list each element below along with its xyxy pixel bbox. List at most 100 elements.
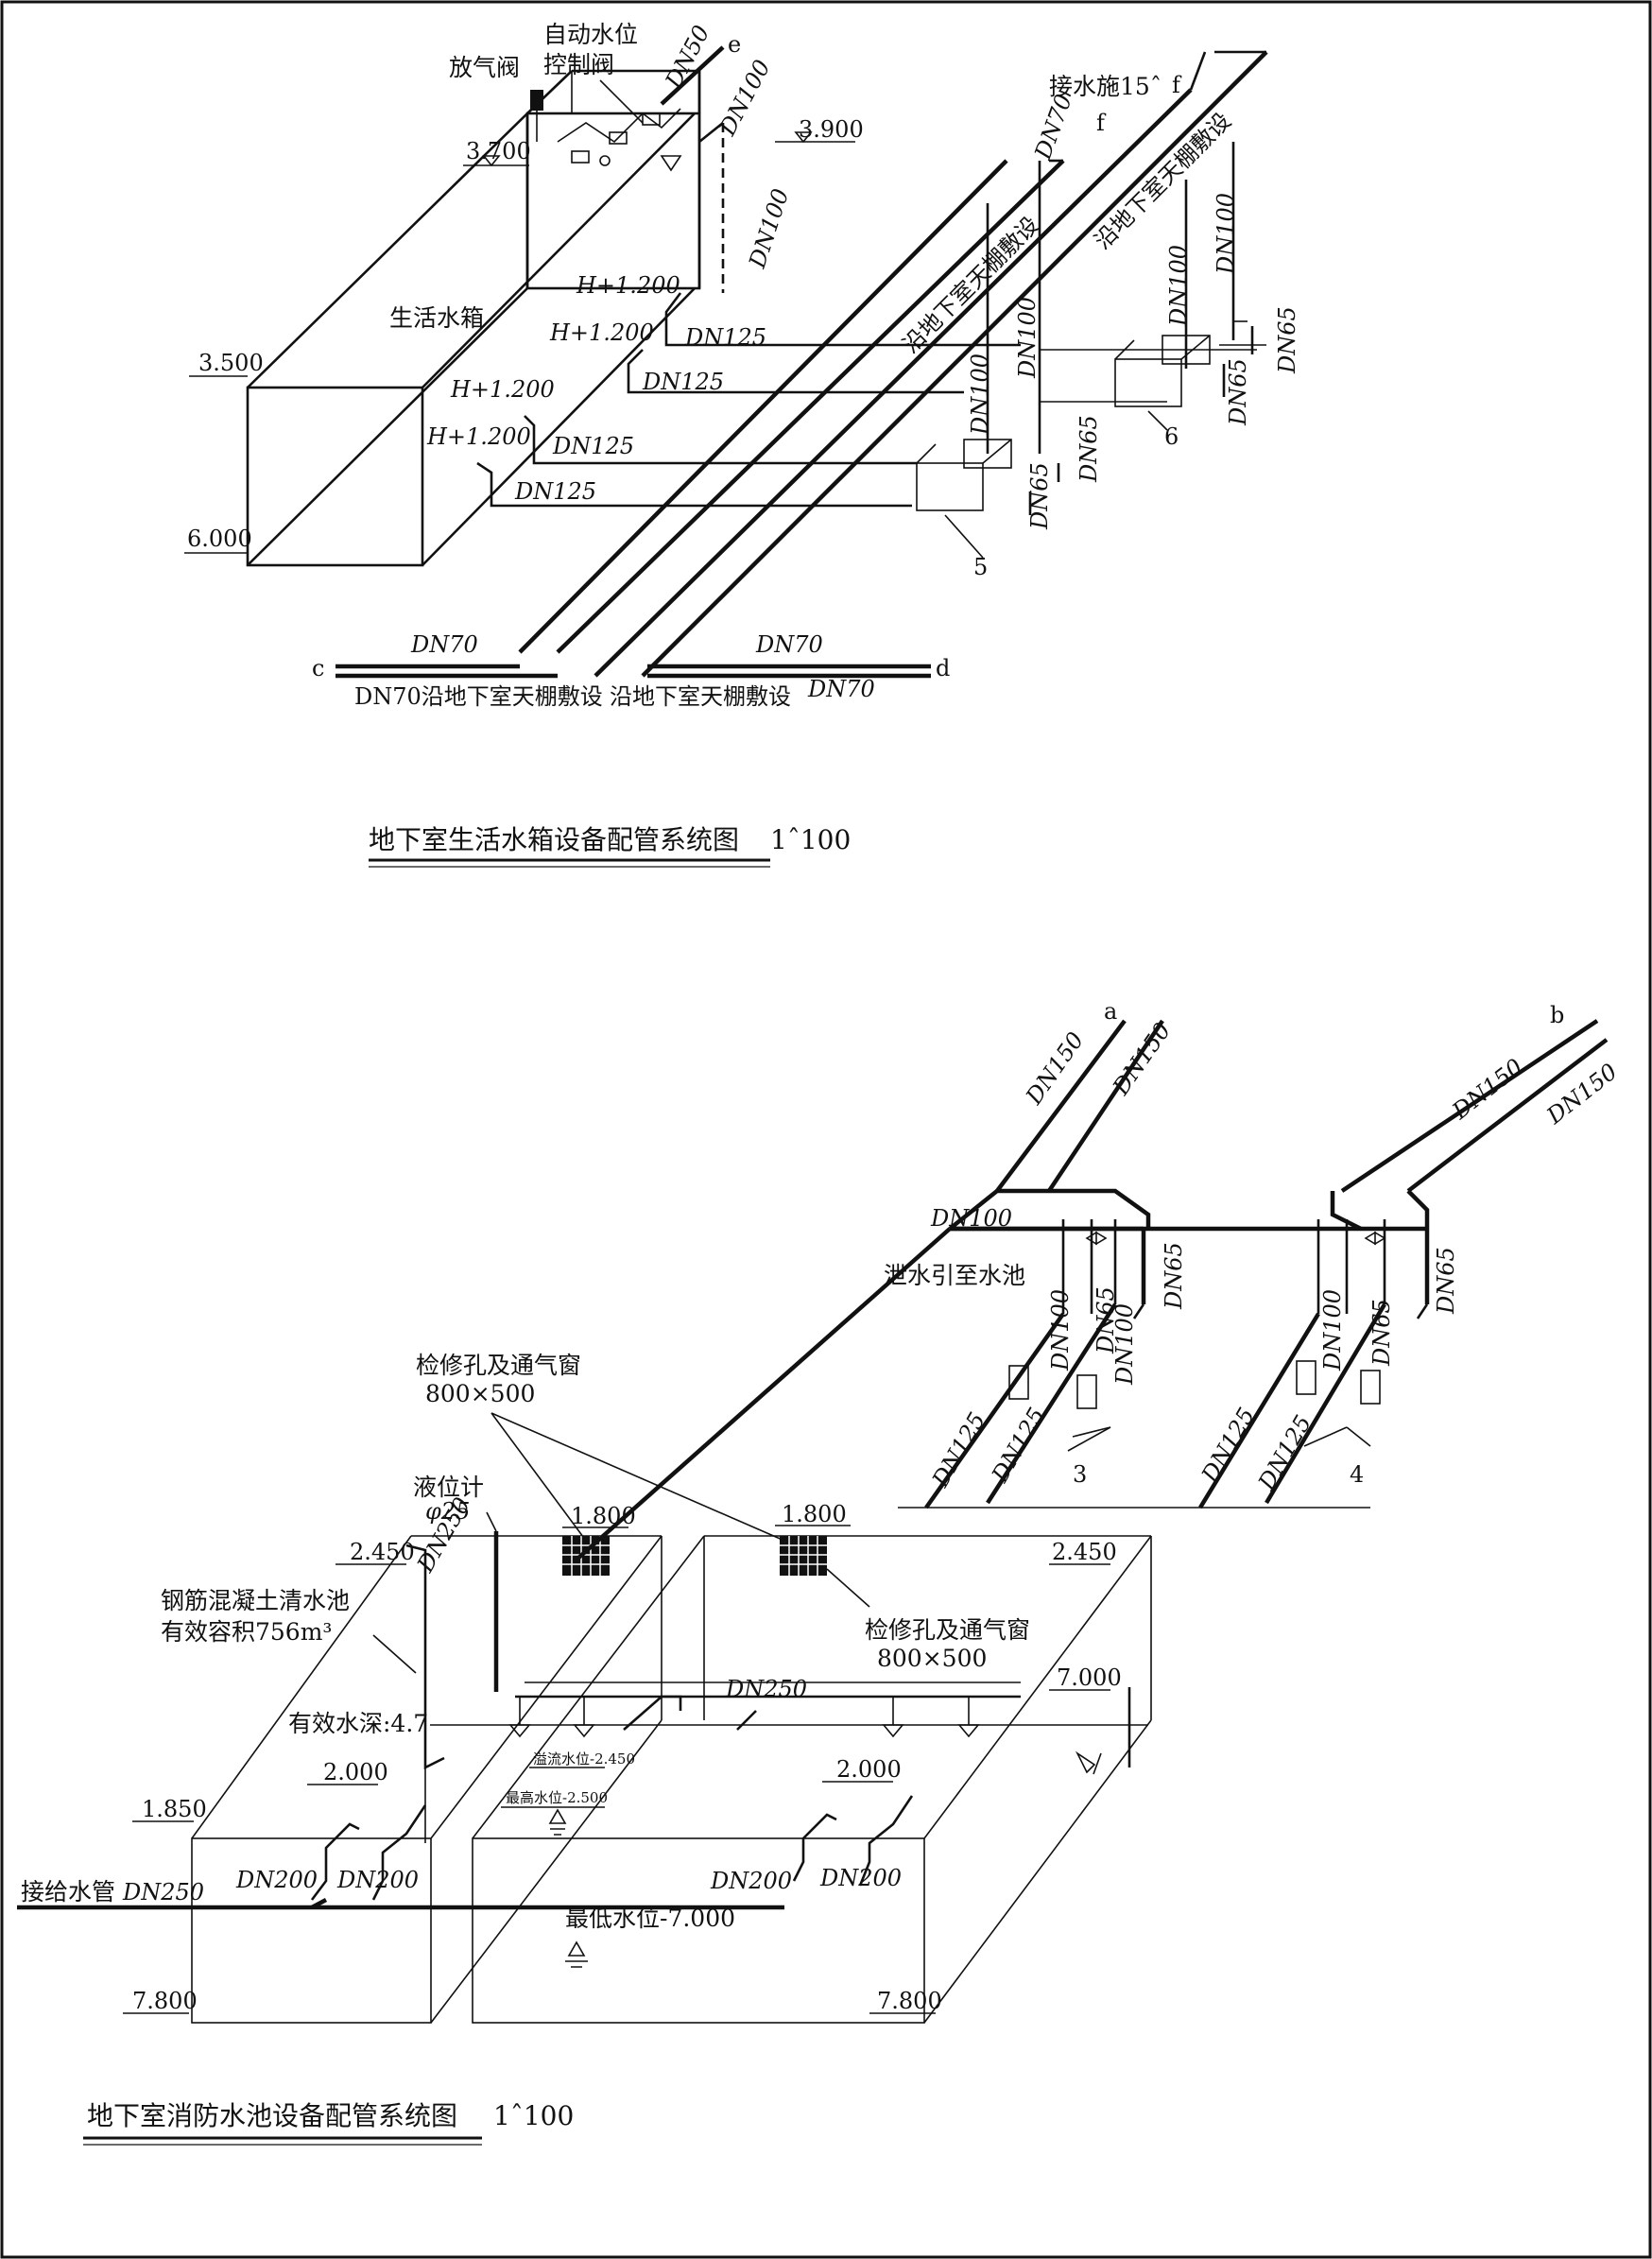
equip-3: 3 — [1073, 1461, 1087, 1488]
dn65-label-1: DN65 — [1026, 462, 1053, 530]
inspection-hatch-left — [562, 1536, 610, 1576]
letter-f-1: f — [1172, 72, 1182, 98]
dn70-label-2: DN70 — [755, 631, 823, 658]
dn100-label-8: DN100 — [1213, 193, 1239, 275]
fire-pool-left — [191, 1535, 663, 2024]
letter-e: e — [728, 31, 741, 58]
ceiling-note-left: DN70沿地下室天棚敷设 — [354, 683, 603, 710]
dn200-fittings — [310, 1795, 914, 1901]
dn100-label-5: DN100 — [967, 354, 993, 436]
highest-level: 最高水位-2.500 — [506, 1789, 608, 1806]
auto-valve-label-2: 控制阀 — [543, 51, 614, 78]
fire-pool-diagram: 1.800 1.800 2.450 2.450 7.000 2.000 2.00… — [17, 998, 1623, 2146]
domestic-water-tank — [246, 112, 696, 567]
inspection-right-1: 检修孔及通气窗 — [865, 1616, 1030, 1644]
inspection-left-2: 800×500 — [425, 1380, 535, 1407]
branch-risers-4 — [1198, 1219, 1429, 1509]
float-valve-assembly — [557, 108, 682, 172]
dn150-label-4: DN150 — [1541, 1059, 1623, 1130]
tank-label: 生活水箱 — [389, 304, 484, 332]
elev-7800-right: 7.800 — [877, 1988, 942, 2014]
dn100-main-label: DN100 — [930, 1205, 1012, 1232]
dn65-branch-4: DN65 — [1433, 1247, 1459, 1315]
equip-4: 4 — [1350, 1461, 1364, 1488]
branch-risers-3 — [924, 1219, 1145, 1509]
dn100-label-overflow: DN100 — [744, 185, 795, 271]
equip-5: 5 — [973, 554, 988, 580]
height-label-1: H+1.200 — [576, 272, 680, 299]
pump-unit-5 — [916, 439, 1012, 559]
vent-valve-label: 放气阀 — [449, 54, 520, 81]
elev-3900: 3.900 — [799, 116, 864, 143]
dn125-label-4: DN125 — [514, 478, 596, 505]
inspection-left-1: 检修孔及通气窗 — [416, 1352, 581, 1379]
fire-pool-right — [472, 1535, 1152, 2024]
dn65-branch-2: DN65 — [1161, 1242, 1187, 1310]
height-label-2: H+1.200 — [549, 319, 654, 346]
dn70-label-riser: DN70 — [1029, 91, 1077, 164]
dn200-label-4: DN200 — [819, 1865, 902, 1891]
equip-6: 6 — [1164, 423, 1179, 450]
letter-c: c — [312, 655, 324, 681]
dn125-label-2: DN125 — [986, 1403, 1050, 1487]
elevation-6000: 6.000 — [184, 526, 252, 554]
valve-clusters — [1008, 1231, 1386, 1409]
inspection-right-2: 800×500 — [877, 1645, 987, 1672]
diagram2-title: 地下室消防水池设备配管系统图 — [87, 2100, 457, 2131]
dn150-label-1: DN150 — [1020, 1027, 1089, 1110]
height-label-4: H+1.200 — [426, 423, 531, 450]
dn70-label-1: DN70 — [410, 631, 478, 658]
auto-valve-label-1: 自动水位 — [543, 21, 638, 48]
elev-6000: 6.000 — [187, 526, 252, 552]
elev-2000-left: 2.000 — [323, 1759, 388, 1785]
domestic-tank-diagram: 3.700 3.900 3.500 6.000 H+1.200 H+1.200 … — [184, 21, 1300, 868]
letter-f-2: f — [1096, 110, 1107, 136]
dn150-label-3: DN150 — [1447, 1054, 1528, 1126]
letter-d: d — [936, 655, 950, 681]
dn100-label-top: DN100 — [714, 56, 776, 141]
lowest-level: 最低水位-7.000 — [565, 1905, 735, 1932]
depth-label: 有效水深:4.7 — [288, 1710, 428, 1737]
ceiling-note-right: 沿地下室天棚敷设 — [610, 683, 791, 710]
dn125-label-1: DN125 — [926, 1407, 990, 1492]
height-label-3: H+1.200 — [450, 376, 555, 403]
diagram1-title: 地下室生活水箱设备配管系统图 — [369, 824, 739, 855]
connect-note: 接水施15ˆ — [1049, 73, 1162, 100]
dn100-label-7: DN100 — [1165, 245, 1192, 327]
inspection-hatch-right — [780, 1536, 827, 1576]
overflow-level: 溢流水位-2.450 — [533, 1750, 635, 1768]
dn125-label-3: DN125 — [1196, 1403, 1260, 1487]
elev-3500: 3.500 — [198, 350, 264, 376]
dn100-label-6: DN100 — [1014, 297, 1041, 379]
elev-3700: 3.700 — [466, 138, 531, 164]
dn250-inlet-label: DN250 — [122, 1879, 204, 1905]
pool-nozzles — [508, 1697, 980, 1738]
elevation-3700: 3.700 — [463, 138, 531, 167]
vent-valve-icon — [530, 90, 543, 111]
pool-label-1: 钢筋混凝土清水池 — [161, 1587, 350, 1614]
drain-note: 泄水引至水池 — [884, 1262, 1025, 1289]
dn65-branch-3: DN65 — [1368, 1299, 1395, 1367]
dn200-label-1: DN200 — [235, 1867, 318, 1893]
elev-1800-right: 1.800 — [782, 1501, 847, 1527]
dn100-branch-2: DN100 — [1111, 1303, 1138, 1386]
dn50-label: DN50 — [660, 21, 714, 94]
dn125-label-2: DN125 — [642, 369, 724, 395]
diagram2-scale: 1ˆ100 — [493, 2100, 574, 2131]
upper-tank — [525, 69, 701, 290]
elevation-3500: 3.500 — [189, 350, 264, 377]
elev-2000-right: 2.000 — [836, 1756, 902, 1783]
dn100-branch-3: DN100 — [1319, 1289, 1346, 1371]
dn65-label-2: DN65 — [1076, 415, 1102, 483]
pump-unit-6 — [1114, 335, 1211, 431]
dn250-main-label: DN250 — [725, 1676, 807, 1702]
dn65-label-3: DN65 — [1225, 358, 1251, 426]
elev-2450-left: 2.450 — [350, 1539, 415, 1565]
diagram1-scale: 1ˆ100 — [770, 824, 851, 855]
letter-a: a — [1104, 998, 1117, 1025]
elev-7800-left: 7.800 — [132, 1988, 198, 2014]
dn200-label-2: DN200 — [336, 1867, 419, 1893]
dn65-branch-1: DN65 — [1093, 1286, 1119, 1354]
